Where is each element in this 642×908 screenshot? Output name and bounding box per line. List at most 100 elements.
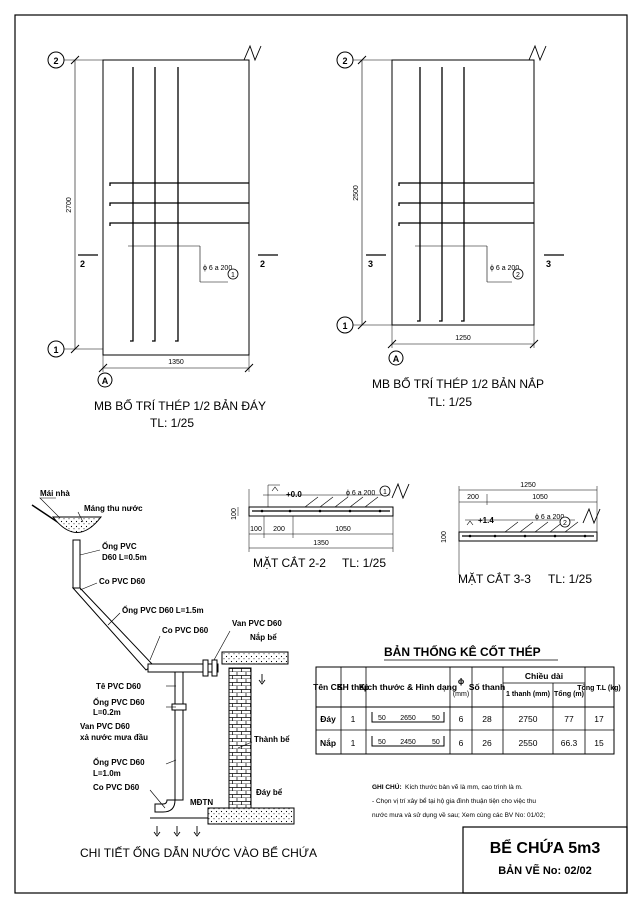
plan-top-scale: TL: 1/25 bbox=[428, 395, 472, 409]
th-name: Tên CK bbox=[313, 682, 344, 692]
plan-bottom-slab: 2700 2 1 ϕ 6 a 200 1 2 2 1350 bbox=[47, 44, 278, 430]
label-floor: Đáy bể bbox=[256, 788, 283, 797]
label-lid: Nắp bể bbox=[250, 633, 277, 642]
title-block-name: BỂ CHỨA 5m3 bbox=[490, 838, 601, 857]
section33-thickness: 100 bbox=[441, 531, 448, 543]
section33-rebar-label: ϕ 6 a 200 bbox=[535, 514, 564, 521]
cell-hook-l: 50 bbox=[378, 715, 386, 722]
section22-dim: 100 bbox=[250, 526, 262, 533]
plan-top-width-dim: 1250 bbox=[455, 335, 471, 342]
label-pipe2: Ống PVC D60 L=1.5m bbox=[122, 605, 204, 615]
cell-len: 2650 bbox=[400, 715, 416, 722]
axis-label-side: A bbox=[393, 354, 400, 364]
label-pipe4a: Ống PVC D60 bbox=[93, 757, 145, 767]
plan-top-height-dim: 2500 bbox=[353, 185, 360, 201]
cell-name: Đáy bbox=[320, 714, 336, 724]
rebar-vertical bbox=[439, 67, 443, 322]
cell-mark: 1 bbox=[351, 738, 356, 748]
rebar-horizontal bbox=[109, 222, 249, 226]
label-flush-a: Van PVC D60 bbox=[80, 722, 130, 731]
label-elbow1: Co PVC D60 bbox=[99, 577, 146, 586]
th-weight: Tổng T.L (kg) bbox=[577, 684, 620, 692]
plan-bottom-outline bbox=[102, 59, 250, 356]
section-slab bbox=[248, 506, 394, 517]
pipe-diagonal bbox=[71, 587, 154, 671]
rebar-shape bbox=[371, 736, 445, 747]
notes-line1: Kích thước bản vẽ là mm, cao trình là m. bbox=[405, 784, 523, 791]
label-gutter: Máng thu nước bbox=[84, 504, 143, 513]
notes-line2: - Chọn vị trí xây bể tại hộ gia đình thu… bbox=[372, 797, 536, 805]
label-tee: Tê PVC D60 bbox=[96, 682, 141, 691]
cell-hook-r: 50 bbox=[432, 739, 440, 746]
rebar-horizontal bbox=[398, 182, 534, 186]
sheet-border bbox=[14, 14, 628, 894]
title-block-frame bbox=[462, 826, 628, 894]
title-block: BỂ CHỨA 5m3 BẢN VẼ No: 02/02 bbox=[462, 826, 628, 894]
label-pipe3b: L=0.2m bbox=[93, 708, 121, 717]
axis-bubble bbox=[336, 51, 354, 69]
section22-rebar-mark: 1 bbox=[383, 489, 387, 496]
section22-total: 1350 bbox=[313, 540, 329, 547]
label-flush-b: xả nước mưa đầu bbox=[80, 733, 148, 742]
section-2-2: +0.0 ϕ 6 a 200 1 100 100 200 1050 1350 M… bbox=[231, 482, 410, 570]
th-len-one: 1 thanh (mm) bbox=[506, 691, 550, 698]
rebar-table: BẢN THỐNG KÊ CỐT THÉP Tên CK SH thép Kíc… bbox=[313, 644, 621, 755]
axis-label-top: 2 bbox=[342, 56, 347, 66]
section22-scale: TL: 1/25 bbox=[342, 556, 386, 570]
cell-mark: 1 bbox=[351, 714, 356, 724]
th-phi: ϕ bbox=[458, 676, 465, 686]
label-roof: Mái nhà bbox=[40, 489, 70, 498]
cell-one: 2750 bbox=[519, 714, 538, 724]
plan-top-slab: 2500 2 1 ϕ 6 a 200 2 3 3 1250 A MB BỐ TR… bbox=[336, 44, 564, 409]
cell-total: 77 bbox=[564, 714, 574, 724]
rebar-horizontal bbox=[109, 202, 249, 206]
gutter bbox=[51, 516, 103, 533]
section22-rebar-label: ϕ 6 a 200 bbox=[346, 490, 375, 497]
section-slab bbox=[458, 531, 598, 542]
th-count: Số thanh bbox=[469, 682, 505, 692]
section33-dim: 1050 bbox=[532, 494, 548, 501]
section-mark-left: 3 bbox=[368, 259, 373, 269]
label-ground: MĐTN bbox=[190, 798, 213, 807]
th-length: Chiều dài bbox=[525, 671, 563, 681]
rebar-horizontal bbox=[109, 182, 249, 186]
table-frame bbox=[315, 666, 615, 755]
section33-level: +1.4 bbox=[478, 516, 494, 525]
section33-dim: 200 bbox=[467, 494, 479, 501]
break-symbol bbox=[582, 507, 601, 525]
plan-top-title: MB BỐ TRÍ THÉP 1/2 BẢN NẮP bbox=[372, 376, 544, 391]
plan-top-outline bbox=[391, 59, 535, 326]
cell-hook-l: 50 bbox=[378, 739, 386, 746]
plan-bottom-title: MB BỐ TRÍ THÉP 1/2 BẢN ĐÁY bbox=[94, 398, 266, 413]
axis-label-bottom: 1 bbox=[342, 321, 347, 331]
axis-label-bottom: 1 bbox=[53, 345, 58, 355]
rebar-horizontal bbox=[398, 202, 534, 206]
axis-label-side: A bbox=[102, 376, 109, 386]
rebar-vertical bbox=[461, 67, 465, 322]
rebar-vertical bbox=[152, 67, 156, 342]
section-3-3: 1250 200 1050 +1.4 ϕ 6 a 200 2 100 MẶT C… bbox=[441, 482, 601, 586]
label-elbow3: Co PVC D60 bbox=[93, 783, 140, 792]
axis-bubble bbox=[336, 316, 354, 334]
title-block-sheet: BẢN VẼ No: 02/02 bbox=[498, 864, 592, 877]
table-title: BẢN THỐNG KÊ CỐT THÉP bbox=[384, 644, 541, 659]
axis-bubble bbox=[47, 340, 65, 358]
label-pipe4b: L=1.0m bbox=[93, 769, 121, 778]
plan-top-rebar-mark: 2 bbox=[516, 272, 520, 279]
cell-hook-r: 50 bbox=[432, 715, 440, 722]
tank-floor bbox=[207, 807, 295, 825]
cell-count: 28 bbox=[482, 714, 492, 724]
section-mark-left: 2 bbox=[80, 259, 85, 269]
pipe-detail-title: CHI TIẾT ỐNG DẪN NƯỚC VÀO BỂ CHỨA bbox=[80, 845, 317, 860]
break-symbol bbox=[243, 44, 262, 62]
cell-name: Nắp bbox=[320, 737, 336, 748]
break-symbol bbox=[391, 482, 410, 500]
section33-rebar-mark: 2 bbox=[563, 520, 567, 527]
section33-title: MẶT CẮT 3-3 bbox=[458, 571, 531, 586]
rebar-horizontal bbox=[398, 222, 534, 226]
notes-line3: nước mưa và sử dụng về sau; Xem cùng các… bbox=[372, 810, 545, 819]
break-symbol bbox=[528, 44, 547, 62]
plan-bottom-height-dim: 2700 bbox=[66, 197, 73, 213]
plan-bottom-scale: TL: 1/25 bbox=[150, 416, 194, 430]
